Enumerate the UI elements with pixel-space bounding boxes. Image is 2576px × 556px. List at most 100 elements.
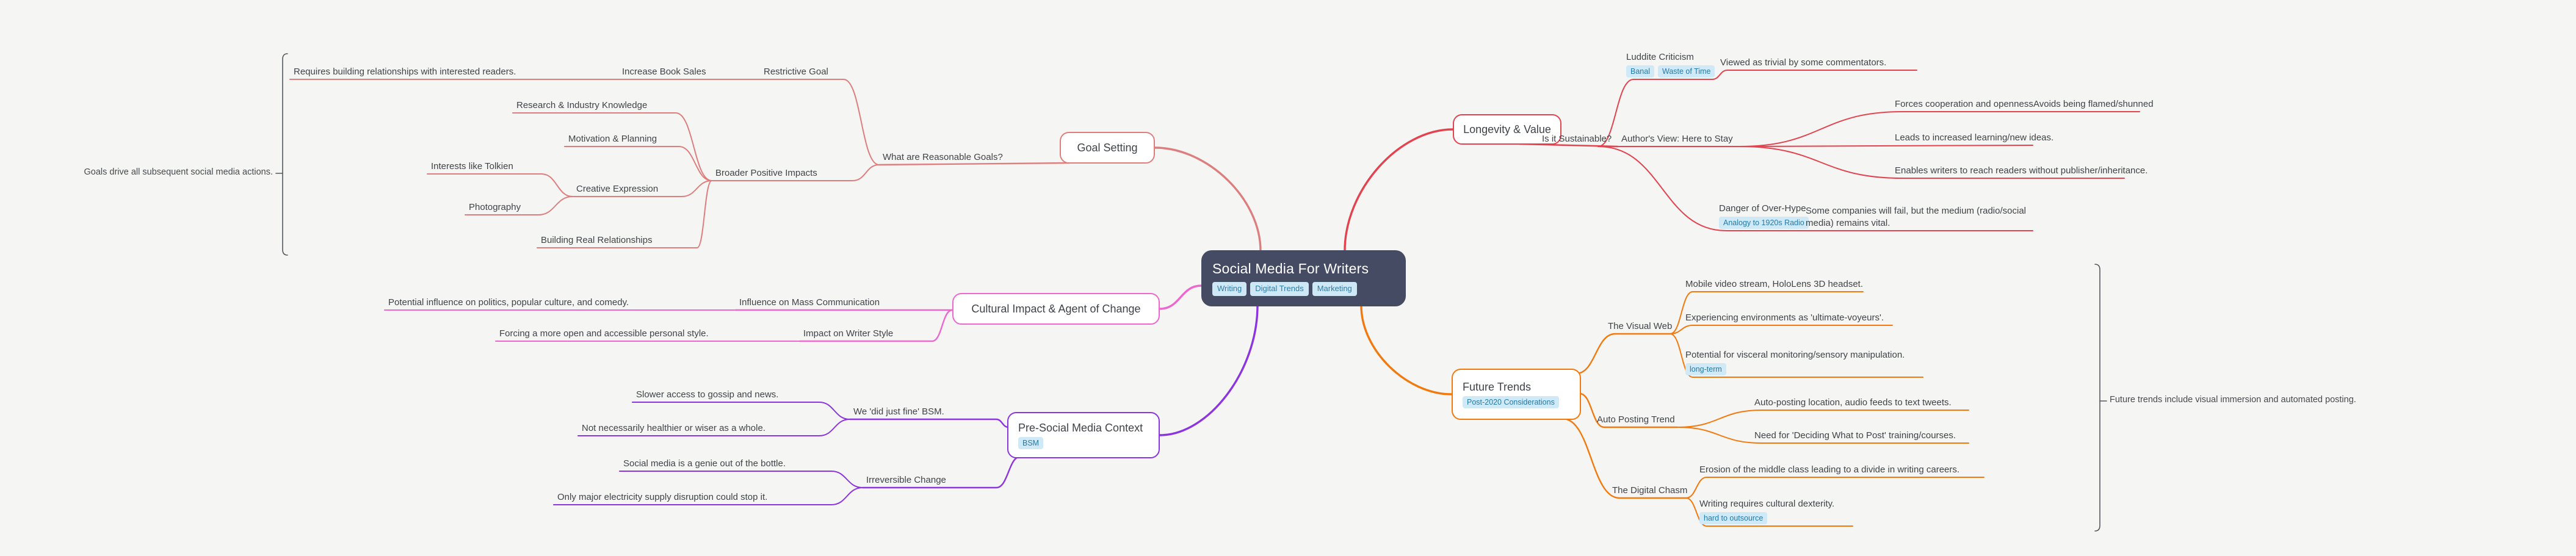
connector-line: [1670, 333, 1923, 378]
central-topic-label: Social Media For Writers: [1212, 261, 1369, 277]
topic-label: Leads to increased learning/new ideas.: [1895, 132, 2054, 143]
node-building-real-relationships[interactable]: Building Real Relationships: [541, 234, 704, 247]
node-goal-setting[interactable]: Goal Setting: [1060, 132, 1155, 164]
node-research-industry-knowledge[interactable]: Research & Industry Knowledge: [516, 99, 683, 112]
topic-label: Requires building relationships with int…: [294, 66, 516, 77]
node-not-necessarily-healthier[interactable]: Not necessarily healthier or wiser as a …: [582, 422, 827, 435]
connector-line: [1670, 291, 1864, 334]
node-motivation-planning[interactable]: Motivation & Planning: [568, 133, 686, 145]
topic-label: Viewed as trivial by some commentators.: [1720, 57, 1887, 68]
tag-chip: Post-2020 Considerations: [1463, 395, 1559, 408]
node-medium-remains-vital[interactable]: Some companies will fail, but the medium…: [1806, 205, 2031, 229]
topic-label: Enables writers to reach readers without…: [1895, 165, 2148, 176]
topic-label: Erosion of the middle class leading to a…: [1699, 464, 1960, 475]
node-the-visual-web[interactable]: The Visual Web: [1608, 320, 1672, 333]
node-genie-out-of-bottle[interactable]: Social media is a genie out of the bottl…: [623, 458, 839, 470]
node-photography[interactable]: Photography: [469, 201, 546, 214]
tag-chip: long-term: [1685, 363, 1726, 375]
node-potential-influence-politics[interactable]: Potential influence on politics, popular…: [388, 297, 732, 309]
node-requires-relationships[interactable]: Requires building relationships with int…: [294, 66, 615, 78]
node-increased-learning[interactable]: Leads to increased learning/new ideas.: [1895, 132, 2053, 144]
connector-line: [1670, 325, 1893, 334]
topic-label: Only major electricity supply disruption…: [557, 491, 768, 502]
node-cultural-dexterity[interactable]: Writing requires cultural dexterity.hard…: [1699, 498, 1849, 524]
node-authors-view-here-to-stay[interactable]: Author's View: Here to Stay: [1621, 133, 1736, 145]
connector-line: [1739, 111, 2030, 147]
connector-line: [798, 309, 953, 342]
connector-line: [282, 53, 288, 256]
connector-line: [1677, 410, 1969, 428]
topic-label: Building Real Relationships: [541, 234, 653, 245]
tag-chip: Writing: [1212, 282, 1247, 296]
node-restrictive-goal[interactable]: Restrictive Goal: [764, 66, 851, 78]
node-what-are-reasonable-goals[interactable]: What are Reasonable Goals?: [883, 151, 1056, 164]
node-erosion-middle-class[interactable]: Erosion of the middle class leading to a…: [1699, 464, 1980, 476]
connector-line: [2094, 264, 2100, 532]
connector-line: [1360, 305, 1453, 395]
node-mobile-video-stream[interactable]: Mobile video stream, HoloLens 3D headset…: [1685, 278, 1863, 291]
connector-line: [1154, 146, 1262, 252]
node-deciding-what-to-post[interactable]: Need for 'Deciding What to Post' trainin…: [1754, 430, 1965, 442]
connector-line: [537, 180, 712, 248]
topic-label: Restrictive Goal: [764, 66, 828, 77]
topic-label: Interests like Tolkien: [431, 161, 513, 171]
connector-line: [1739, 145, 2033, 147]
topic-label: Auto Posting Trend: [1597, 414, 1675, 425]
node-broader-positive-impacts[interactable]: Broader Positive Impacts: [715, 167, 860, 179]
node-irreversible-change[interactable]: Irreversible Change: [866, 474, 1004, 486]
connector-line: [1575, 333, 1671, 375]
node-impact-on-writer-style[interactable]: Impact on Writer Style: [803, 328, 939, 340]
connector-line: [1344, 128, 1454, 252]
node-increase-book-sales[interactable]: Increase Book Sales: [622, 66, 756, 78]
topic-label: Social media is a genie out of the bottl…: [623, 458, 786, 469]
connector-line: [619, 471, 863, 488]
node-auto-posting-trend[interactable]: Auto Posting Trend: [1597, 414, 1675, 426]
topic-label: The Digital Chasm: [1612, 485, 1688, 496]
connector-line: [759, 79, 880, 165]
topic-label: Future Trends: [1463, 381, 1532, 394]
topic-label: Slower access to gossip and news.: [636, 389, 779, 400]
node-avoids-being-flamed[interactable]: Avoids being flamed/shunned: [2033, 98, 2154, 110]
connector-line: [465, 196, 573, 215]
node-creative-expression[interactable]: Creative Expression: [576, 183, 689, 195]
node-cultural-impact-agent-of-change[interactable]: Cultural Impact & Agent of Change: [952, 293, 1160, 325]
node-influence-on-mass-communication[interactable]: Influence on Mass Communication: [739, 297, 949, 309]
connector-line: [1159, 305, 1259, 436]
node-the-digital-chasm[interactable]: The Digital Chasm: [1612, 485, 1687, 497]
topic-label: Cultural Impact & Agent of Change: [971, 302, 1141, 315]
node-forces-cooperation[interactable]: Forces cooperation and openness: [1895, 98, 2033, 110]
topic-label: Longevity & Value: [1463, 123, 1551, 135]
connector-line: [427, 173, 573, 197]
node-interests-like-tolkien[interactable]: Interests like Tolkien: [431, 161, 549, 173]
node-ultimate-voyeurs[interactable]: Experiencing environments as 'ultimate-v…: [1685, 312, 1889, 324]
topic-label: Not necessarily healthier or wiser as a …: [582, 422, 765, 433]
connector-line: [1685, 497, 1853, 527]
node-electricity-disruption[interactable]: Only major electricity supply disruption…: [557, 491, 839, 504]
node-longevity-value[interactable]: Longevity & Value: [1453, 114, 1561, 145]
connector-line: [512, 112, 712, 181]
node-reach-readers[interactable]: Enables writers to reach readers without…: [1895, 165, 2147, 177]
topic-label: Avoids being flamed/shunned: [2033, 98, 2154, 109]
node-visceral-monitoring[interactable]: Potential for visceral monitoring/sensor…: [1685, 349, 1919, 375]
tag-chip: Analogy to 1920s Radio: [1719, 216, 1809, 229]
tag-chip: BSM: [1018, 436, 1044, 449]
node-viewed-as-trivial[interactable]: Viewed as trivial by some commentators.: [1720, 57, 1913, 69]
node-we-did-just-fine-bsm[interactable]: We 'did just fine' BSM.: [853, 406, 1004, 418]
connector-line: [577, 419, 850, 436]
node-slower-access-gossip[interactable]: Slower access to gossip and news.: [636, 389, 827, 401]
node-forcing-open-style[interactable]: Forcing a more open and accessible perso…: [499, 328, 796, 340]
tag-chip: Digital Trends: [1250, 282, 1309, 296]
topic-label: Research & Industry Knowledge: [516, 99, 648, 110]
topic-label: Goal Setting: [1077, 141, 1138, 154]
node-is-it-sustainable[interactable]: Is it Sustainable?: [1542, 133, 1614, 145]
topic-label: Creative Expression: [576, 183, 659, 194]
tag-chip: hard to outsource: [1699, 511, 1768, 524]
node-auto-posting-location[interactable]: Auto-posting location, audio feeds to te…: [1754, 397, 1965, 409]
